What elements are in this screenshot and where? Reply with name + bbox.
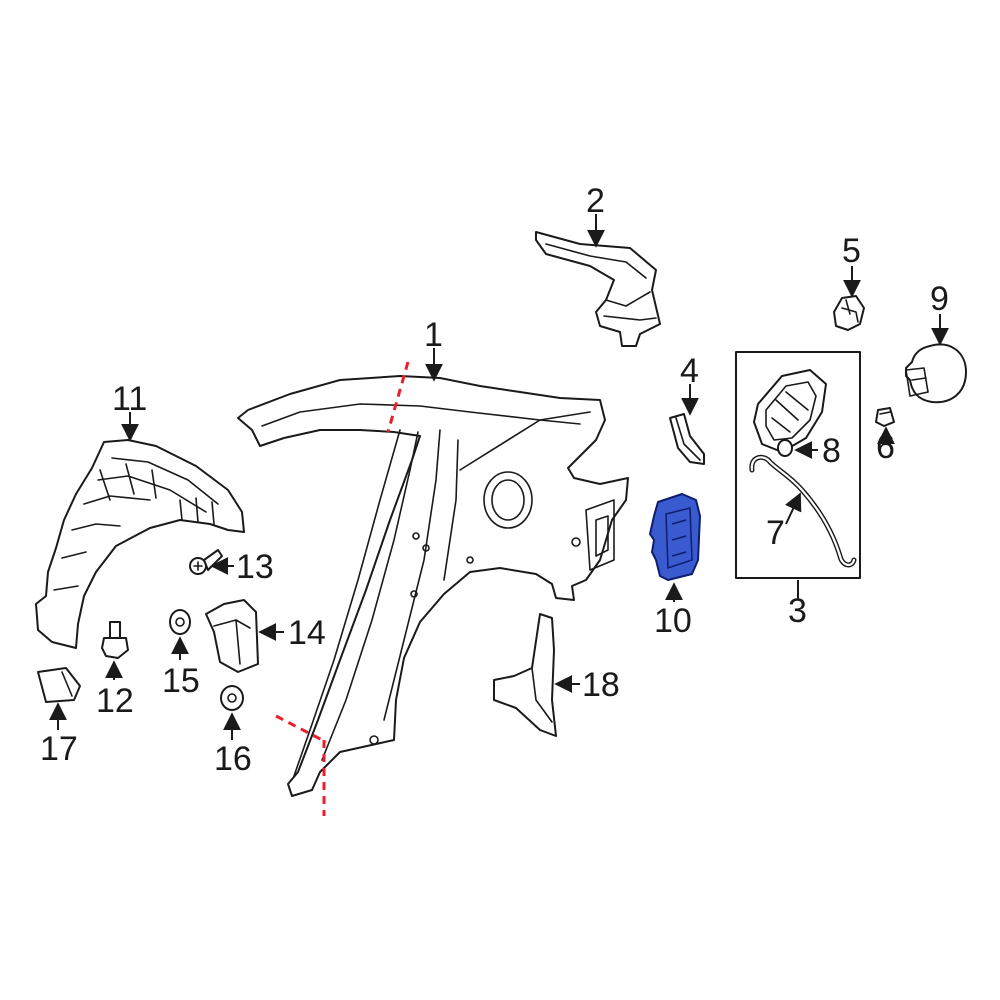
cut-line-upper bbox=[386, 361, 410, 433]
part-11-fender-liner[interactable] bbox=[35, 439, 245, 649]
callout-16: 16 bbox=[214, 740, 252, 778]
part-5-clip[interactable] bbox=[833, 295, 865, 331]
leader-7 bbox=[784, 492, 802, 525]
part-4-seal-strip[interactable] bbox=[669, 413, 705, 465]
callout-18: 18 bbox=[582, 666, 620, 704]
cut-line-lower-1 bbox=[275, 714, 327, 744]
callout-15: 15 bbox=[162, 662, 200, 700]
part-17-bracket[interactable] bbox=[37, 667, 81, 703]
part-14-bracket[interactable] bbox=[205, 599, 259, 673]
part-13-screw[interactable] bbox=[189, 549, 223, 575]
part-3-frame bbox=[735, 351, 861, 579]
callout-12: 12 bbox=[96, 682, 134, 720]
callout-4: 4 bbox=[680, 352, 699, 390]
part-1-quarter-panel[interactable] bbox=[237, 375, 629, 797]
callout-labels: 1 2 3 4 5 6 7 8 9 10 11 12 13 14 15 16 1… bbox=[40, 182, 949, 778]
part-3-fuel-filler-housing[interactable] bbox=[753, 369, 827, 453]
callout-5: 5 bbox=[842, 232, 861, 270]
callout-11: 11 bbox=[112, 380, 147, 418]
callout-7: 7 bbox=[766, 514, 785, 552]
callout-2: 2 bbox=[586, 182, 605, 220]
leader-lines bbox=[49, 214, 949, 740]
part-9-fuel-door[interactable] bbox=[905, 343, 967, 404]
callout-1: 1 bbox=[424, 316, 443, 354]
callout-6: 6 bbox=[876, 428, 895, 466]
part-6-clip[interactable] bbox=[875, 407, 895, 427]
callout-8: 8 bbox=[822, 432, 841, 470]
part-15-rivet[interactable] bbox=[169, 609, 191, 635]
callout-17: 17 bbox=[40, 730, 78, 768]
callout-14: 14 bbox=[288, 614, 326, 652]
part-10-highlighted-bracket[interactable] bbox=[649, 493, 701, 581]
callout-13: 13 bbox=[236, 548, 274, 586]
part-7-drain-tube-inner bbox=[750, 456, 856, 566]
callout-3: 3 bbox=[788, 592, 807, 630]
part-12-bolt[interactable] bbox=[101, 621, 129, 659]
callout-9: 9 bbox=[930, 280, 949, 318]
part-18-trim-panel[interactable] bbox=[493, 613, 557, 737]
part-2-bracket[interactable] bbox=[535, 231, 661, 347]
part-16-rivet[interactable] bbox=[220, 685, 244, 711]
callout-10: 10 bbox=[654, 602, 692, 640]
part-8-o-ring[interactable] bbox=[777, 439, 793, 457]
